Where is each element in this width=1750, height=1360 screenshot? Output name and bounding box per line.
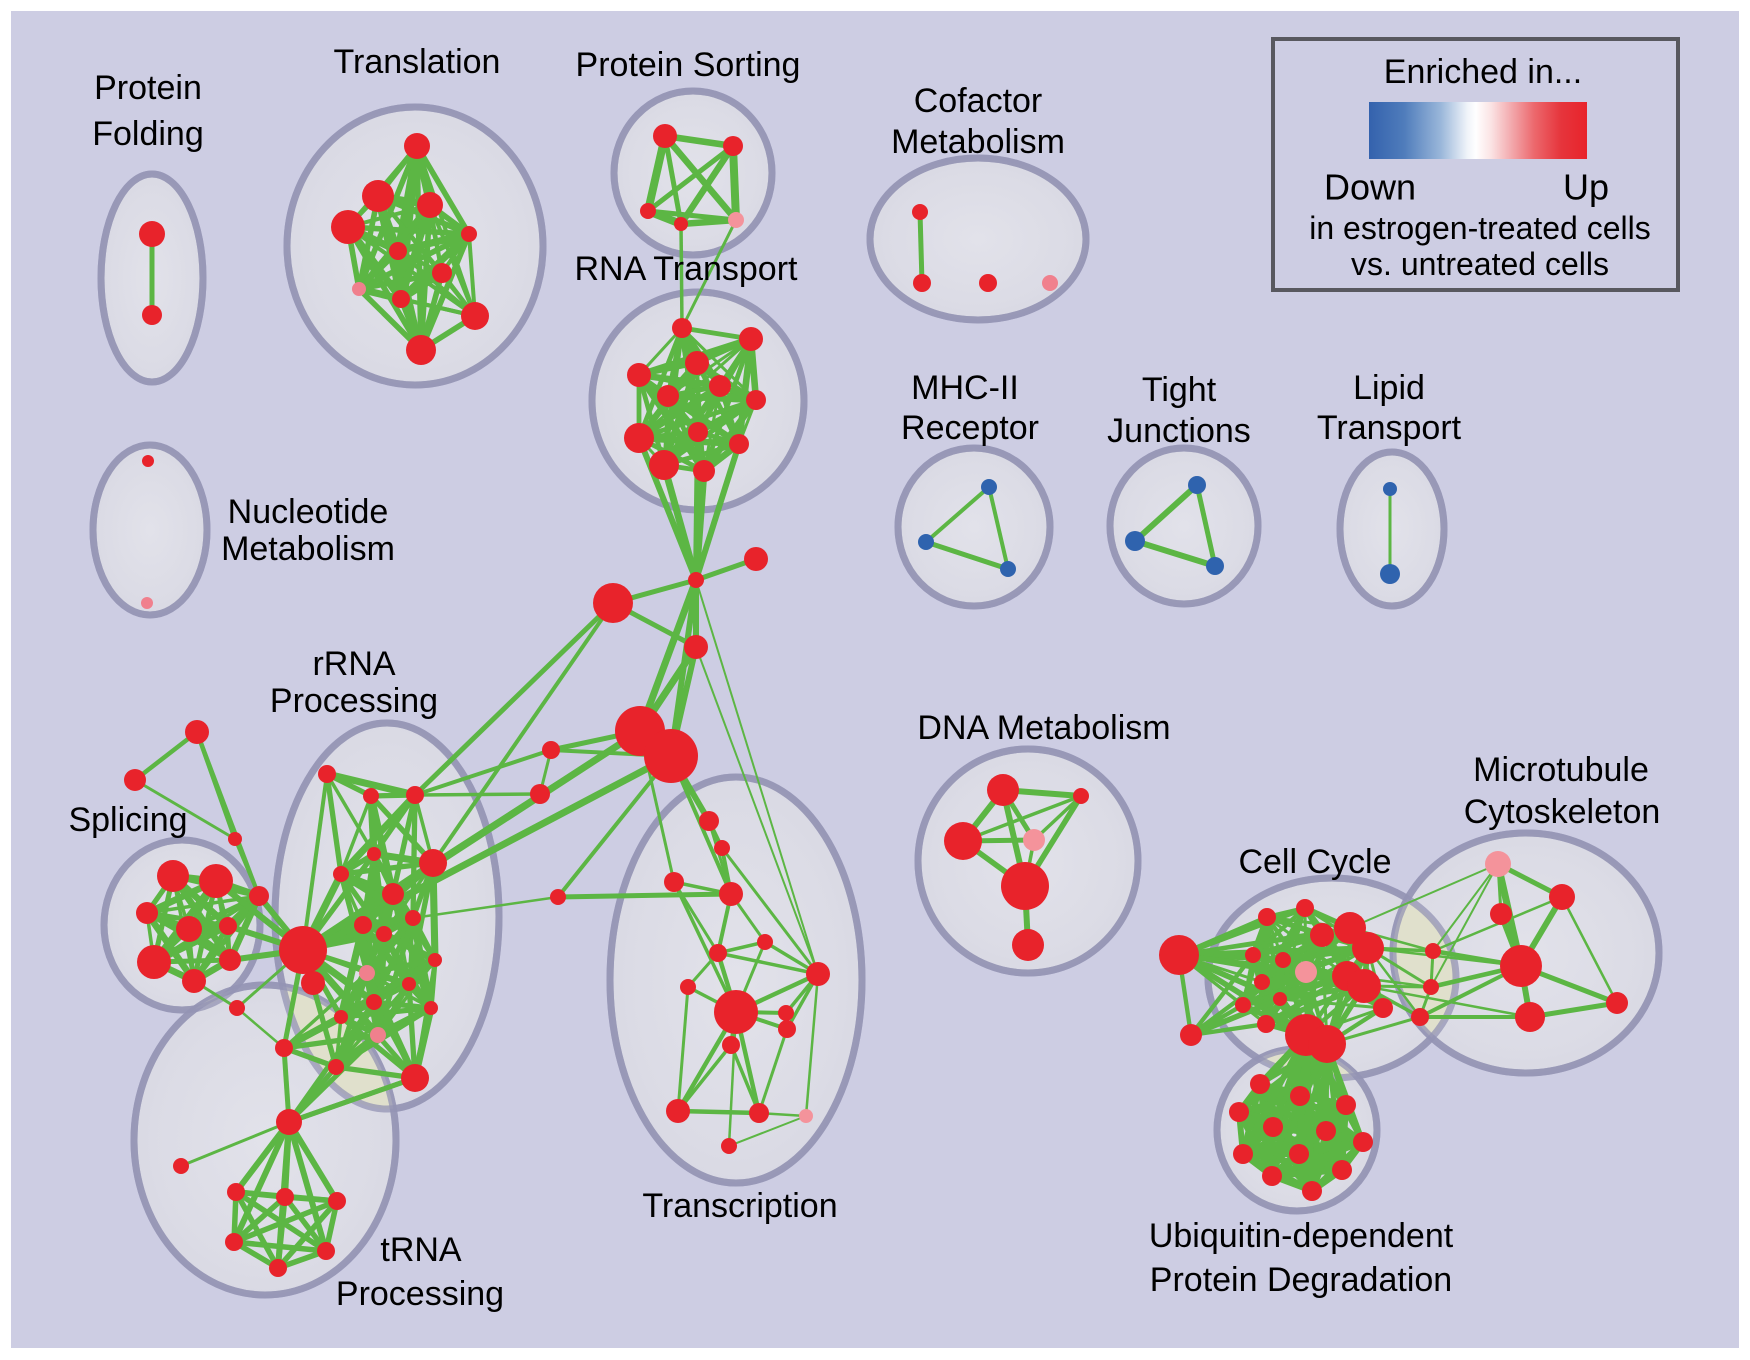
svg-text:Processing: Processing: [270, 682, 438, 720]
svg-text:DNA Metabolism: DNA Metabolism: [917, 709, 1170, 747]
svg-text:Metabolism: Metabolism: [891, 123, 1065, 161]
svg-text:RNA Transport: RNA Transport: [575, 250, 799, 288]
svg-text:Cofactor: Cofactor: [914, 82, 1043, 120]
svg-text:in estrogen-treated cells: in estrogen-treated cells: [1309, 210, 1651, 246]
svg-text:Receptor: Receptor: [901, 409, 1039, 447]
svg-text:rRNA: rRNA: [312, 645, 395, 683]
svg-text:Metabolism: Metabolism: [221, 530, 395, 568]
svg-text:Cytoskeleton: Cytoskeleton: [1464, 793, 1661, 831]
svg-text:Lipid: Lipid: [1353, 369, 1425, 407]
svg-text:Tight: Tight: [1142, 371, 1217, 409]
svg-text:Ubiquitin-dependent: Ubiquitin-dependent: [1149, 1217, 1454, 1255]
svg-text:Protein Degradation: Protein Degradation: [1150, 1261, 1452, 1299]
svg-text:Folding: Folding: [92, 115, 204, 153]
svg-text:Microtubule: Microtubule: [1473, 751, 1649, 789]
svg-text:Transcription: Transcription: [642, 1187, 837, 1225]
svg-text:Nucleotide: Nucleotide: [228, 493, 389, 531]
svg-text:Transport: Transport: [1317, 409, 1462, 447]
svg-text:MHC-II: MHC-II: [911, 369, 1019, 407]
svg-text:Cell Cycle: Cell Cycle: [1238, 843, 1391, 881]
svg-text:Enriched in...: Enriched in...: [1384, 53, 1582, 91]
svg-text:vs. untreated cells: vs. untreated cells: [1351, 246, 1609, 282]
svg-text:Translation: Translation: [334, 43, 501, 81]
svg-text:Processing: Processing: [336, 1275, 504, 1313]
svg-text:tRNA: tRNA: [380, 1231, 462, 1269]
svg-text:Splicing: Splicing: [68, 801, 187, 839]
svg-text:Junctions: Junctions: [1107, 412, 1251, 450]
svg-text:Protein: Protein: [94, 69, 202, 107]
svg-text:Down: Down: [1324, 167, 1416, 208]
svg-text:Up: Up: [1563, 167, 1609, 208]
svg-text:Protein Sorting: Protein Sorting: [576, 46, 801, 84]
